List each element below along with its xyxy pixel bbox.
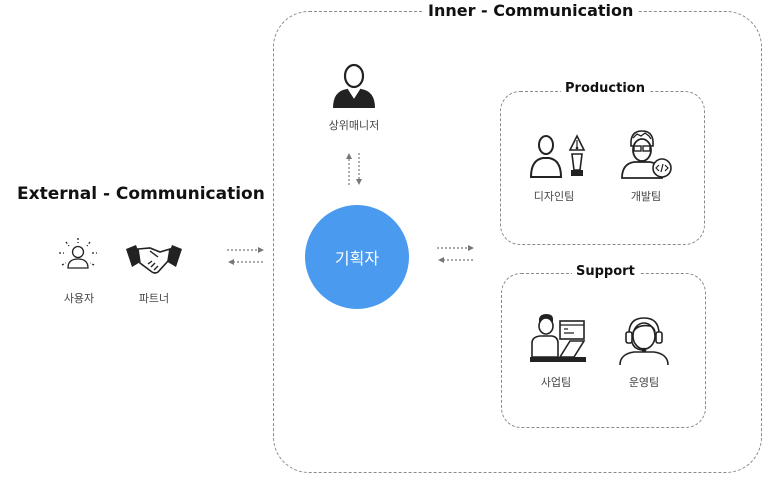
- manager-planner-arrows: [344, 152, 364, 186]
- manager-label: 상위매니저: [328, 119, 380, 132]
- planner-circle: [305, 205, 409, 309]
- ops-label: 운영팀: [628, 376, 660, 389]
- designer-pen-icon: [529, 132, 590, 178]
- operator-headset-icon: [616, 312, 672, 366]
- planner-teams-arrows: [436, 243, 476, 265]
- business-laptop-icon: [530, 313, 586, 365]
- user-sparkle-icon: [57, 236, 99, 278]
- external-planner-arrows: [226, 245, 266, 267]
- planner-label: 기획자: [334, 249, 380, 268]
- inner-title: Inner - Communication: [424, 0, 638, 22]
- external-title: External - Communication: [17, 184, 265, 204]
- user-label: 사용자: [63, 292, 95, 305]
- handshake-icon: [124, 241, 184, 277]
- developer-code-icon: [618, 128, 676, 180]
- production-title: Production: [561, 80, 649, 98]
- partner-label: 파트너: [138, 292, 170, 305]
- manager-person-icon: [331, 60, 377, 110]
- support-title: Support: [572, 263, 639, 281]
- business-label: 사업팀: [540, 376, 572, 389]
- design-label: 디자인팀: [533, 190, 575, 203]
- dev-label: 개발팀: [630, 190, 662, 203]
